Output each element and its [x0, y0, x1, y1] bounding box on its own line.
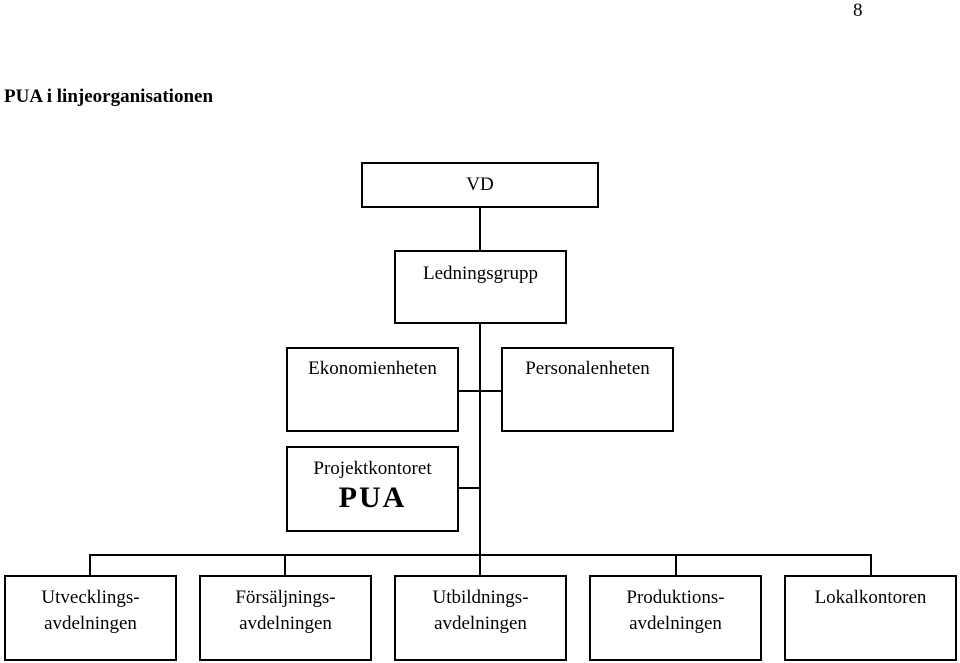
connector-main-spine: [479, 322, 481, 556]
personalenheten-label: Personalenheten: [525, 358, 650, 379]
personalenheten-box: Personalenheten: [501, 347, 674, 432]
ledningsgrupp-box: Ledningsgrupp: [394, 250, 567, 324]
department-label-line1: Utbildnings-: [432, 587, 529, 608]
department-label-line2: avdelningen: [629, 613, 722, 634]
pua-label: PUA: [338, 481, 407, 514]
department-box-utbildning: Utbildnings- avdelningen: [394, 575, 567, 661]
department-box-lokalkontoren: Lokalkontoren: [784, 575, 957, 661]
projektkontoret-label: Projektkontoret: [313, 458, 432, 479]
ekonomienheten-label: Ekonomienheten: [308, 358, 437, 379]
department-label-line2: avdelningen: [239, 613, 332, 634]
department-label-line1: Produktions-: [626, 587, 725, 608]
connector-projektkontoret: [458, 487, 480, 489]
department-label-line1: Utvecklings-: [41, 587, 140, 608]
department-label-line2: avdelningen: [434, 613, 527, 634]
ledningsgrupp-label: Ledningsgrupp: [422, 263, 539, 284]
page-title: PUA i linjeorganisationen: [4, 86, 214, 107]
vd-label: VD: [466, 174, 494, 195]
connector-staff-right: [480, 390, 502, 392]
projektkontoret-box: Projektkontoret PUA: [286, 446, 459, 532]
page-number: 8: [853, 0, 863, 21]
department-label-line2: avdelningen: [44, 613, 137, 634]
connector-drop-4: [675, 554, 677, 576]
connector-drop-2: [284, 554, 286, 576]
department-label-line1: Lokalkontoren: [814, 587, 927, 608]
ekonomienheten-box: Ekonomienheten: [286, 347, 459, 432]
department-box-forsaljning: Försäljnings- avdelningen: [199, 575, 372, 661]
connector-vd-ledning: [479, 206, 481, 252]
connector-staff-left: [458, 390, 480, 392]
department-box-utveckling: Utvecklings- avdelningen: [4, 575, 177, 661]
department-box-produktion: Produktions- avdelningen: [589, 575, 762, 661]
connector-drop-5: [870, 554, 872, 576]
connector-drop-1: [89, 554, 91, 576]
vd-box: VD: [361, 162, 599, 208]
department-label-line1: Försäljnings-: [235, 587, 336, 608]
connector-drop-3: [479, 554, 481, 576]
